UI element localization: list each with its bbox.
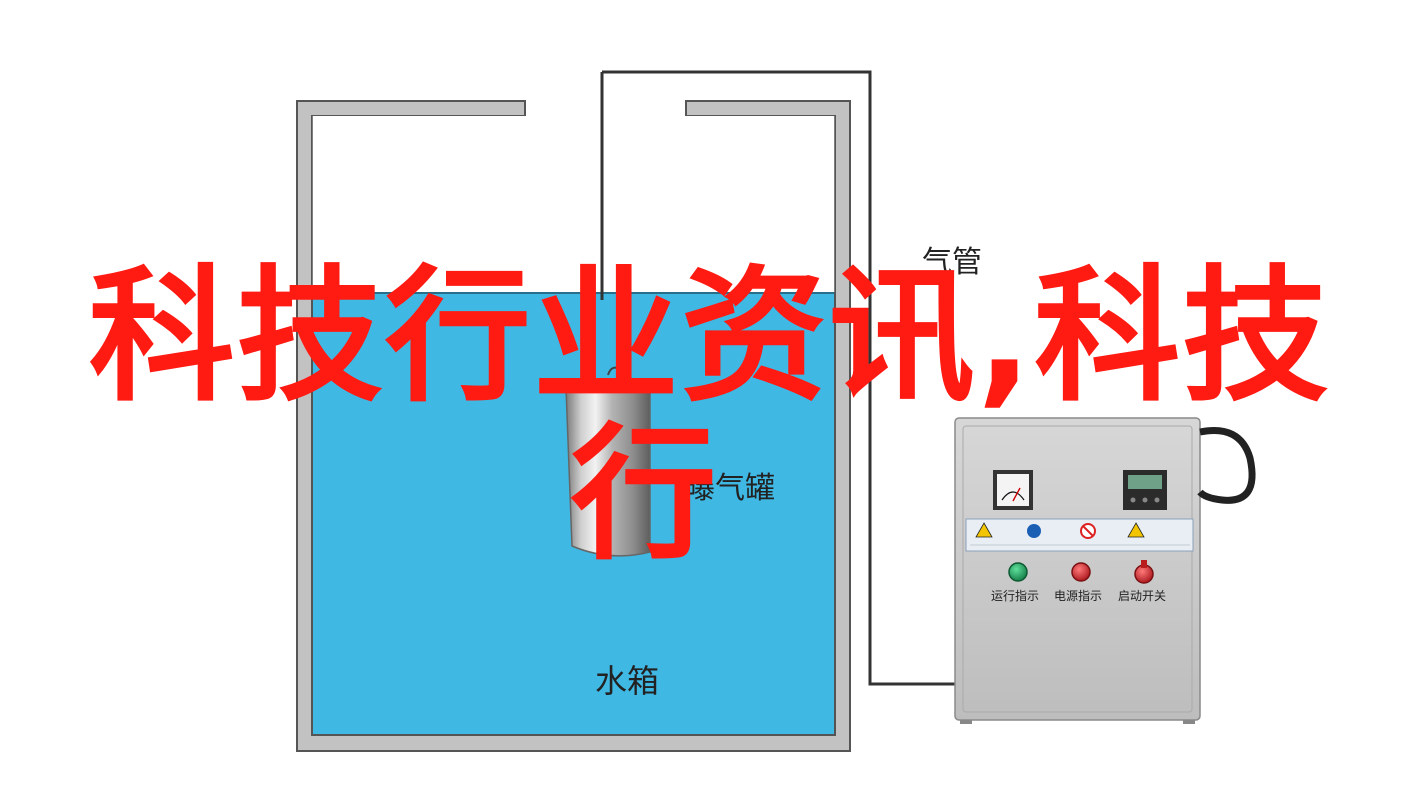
power-cable (1197, 427, 1256, 504)
overlay-title: 科技行业资讯,科技 行 (0, 258, 1419, 574)
warning-label-strip (965, 518, 1194, 552)
start-switch-label: 启动开关 (1118, 589, 1166, 603)
control-box (954, 417, 1256, 724)
gas-pipe (600, 70, 955, 686)
start-switch-knob (1134, 560, 1154, 584)
dosing-tank-label: 曝气罐 (685, 471, 775, 506)
overlay-title-line1: 科技行业资讯,科技 (88, 252, 1331, 422)
gas-pipe-label: 气管 (922, 245, 982, 280)
ammeter-icon (993, 470, 1033, 510)
water-tank-label: 水箱 (595, 662, 659, 700)
run-indicator-light (1008, 562, 1028, 582)
tank-air-space (312, 116, 835, 293)
timer-display-icon (1123, 470, 1167, 510)
run-indicator-label: 运行指示 (991, 588, 1039, 603)
overlay-title-line2: 行 (570, 410, 719, 580)
dosing-tank (565, 366, 651, 557)
power-indicator-light (1071, 562, 1091, 582)
water-tank (296, 100, 851, 752)
power-indicator-label: 电源指示 (1054, 588, 1102, 603)
